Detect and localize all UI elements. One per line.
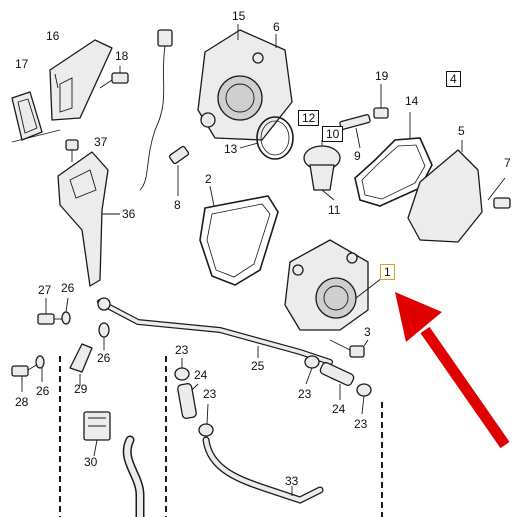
part-14-gasket	[354, 112, 433, 207]
callout-23-c: 23	[298, 387, 312, 401]
callout-26-low: 26	[36, 384, 50, 398]
part-26-washer-c	[35, 355, 45, 382]
callout-18: 18	[115, 49, 129, 63]
callout-2: 2	[205, 172, 212, 186]
callout-29: 29	[74, 382, 88, 396]
callout-28: 28	[15, 395, 29, 409]
callout-30: 30	[84, 455, 98, 469]
callout-11: 11	[328, 203, 341, 217]
part-25-pipe	[97, 297, 333, 365]
part-36-lever	[57, 151, 120, 287]
part-33-hose	[202, 436, 324, 504]
part-27-bolt	[37, 298, 62, 325]
callout-26-top: 26	[61, 281, 75, 295]
part-23-clamp-a	[174, 358, 190, 381]
callout-4: 4	[446, 71, 461, 87]
callout-23-d: 23	[354, 417, 368, 431]
callout-17: 17	[15, 57, 29, 71]
callout-3: 3	[364, 325, 371, 339]
part-24-hose-b	[319, 362, 355, 400]
part-7-bolt	[487, 177, 511, 209]
callout-12: 12	[298, 110, 320, 126]
part-8-sensor	[139, 29, 190, 196]
part-23-clamp-c	[304, 355, 320, 385]
callout-6: 6	[273, 20, 280, 34]
callout-24-a: 24	[194, 368, 208, 382]
callout-23-a: 23	[175, 343, 189, 357]
part-28-bolt	[11, 363, 39, 392]
part-16-bracket	[49, 39, 113, 121]
callout-8: 8	[174, 198, 181, 212]
callout-1: 1	[380, 264, 395, 280]
part-18-bolt	[99, 66, 129, 89]
part-17-gasket	[11, 91, 61, 143]
part-1-water-pump	[284, 239, 383, 331]
pointer-arrow	[395, 292, 510, 449]
dashed-boundaries	[59, 356, 383, 517]
callout-23-b: 23	[203, 387, 217, 401]
part-26-washer-a	[61, 297, 71, 325]
callout-7: 7	[504, 156, 511, 170]
callout-37: 37	[94, 135, 108, 149]
part-37-bolt	[65, 139, 79, 162]
callout-14: 14	[405, 94, 419, 108]
callout-33: 33	[285, 474, 299, 488]
callout-27: 27	[38, 283, 52, 297]
part-26-washer-b	[98, 322, 110, 350]
callout-24-b: 24	[332, 402, 346, 416]
callout-26-mid: 26	[97, 351, 111, 365]
part-9-pin	[339, 114, 371, 149]
part-30-plate	[83, 411, 111, 457]
callout-36: 36	[122, 207, 136, 221]
callout-25: 25	[251, 359, 265, 373]
part-23-clamp-b	[198, 403, 214, 437]
part-5-cover	[407, 140, 483, 243]
callout-19: 19	[375, 69, 389, 83]
part-2-gasket	[199, 185, 279, 286]
part-23-clamp-d	[356, 383, 372, 415]
callout-16: 16	[46, 29, 60, 43]
part-24-hose-a	[177, 383, 199, 419]
callout-15: 15	[232, 9, 246, 23]
callout-10: 10	[322, 126, 344, 142]
part-19-bolt	[373, 84, 389, 119]
part-11-thermostat	[303, 140, 341, 201]
part-13-o-ring	[239, 116, 294, 160]
part-lower-hose	[122, 435, 145, 517]
callout-5: 5	[458, 124, 465, 138]
callout-9: 9	[354, 149, 361, 163]
part-3-bolt	[329, 339, 369, 358]
part-29-hose	[69, 343, 93, 386]
part-6-housing	[197, 24, 293, 141]
callout-13: 13	[224, 142, 238, 156]
